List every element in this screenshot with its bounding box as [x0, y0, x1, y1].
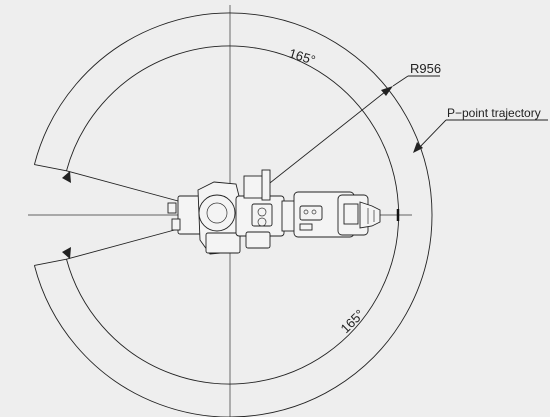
radius-arrowhead [381, 86, 393, 96]
radius-leader [392, 75, 409, 87]
limit-arrow-lower [62, 247, 71, 259]
outer-reach-arc [33, 12, 433, 417]
trajectory-label: P−point trajectory [447, 106, 541, 120]
trajectory-leader [416, 119, 447, 151]
limit-arrow-upper [62, 171, 71, 183]
angle-label-bottom: 165° [338, 307, 368, 337]
radius-label: R956 [410, 61, 441, 76]
outer-arc-cap-bottom [34, 258, 67, 266]
outer-arc-cap-top [34, 164, 67, 172]
trajectory-arrowhead [413, 142, 423, 153]
angle-label-top: 165° [287, 46, 317, 68]
robot-arm [167, 169, 381, 255]
